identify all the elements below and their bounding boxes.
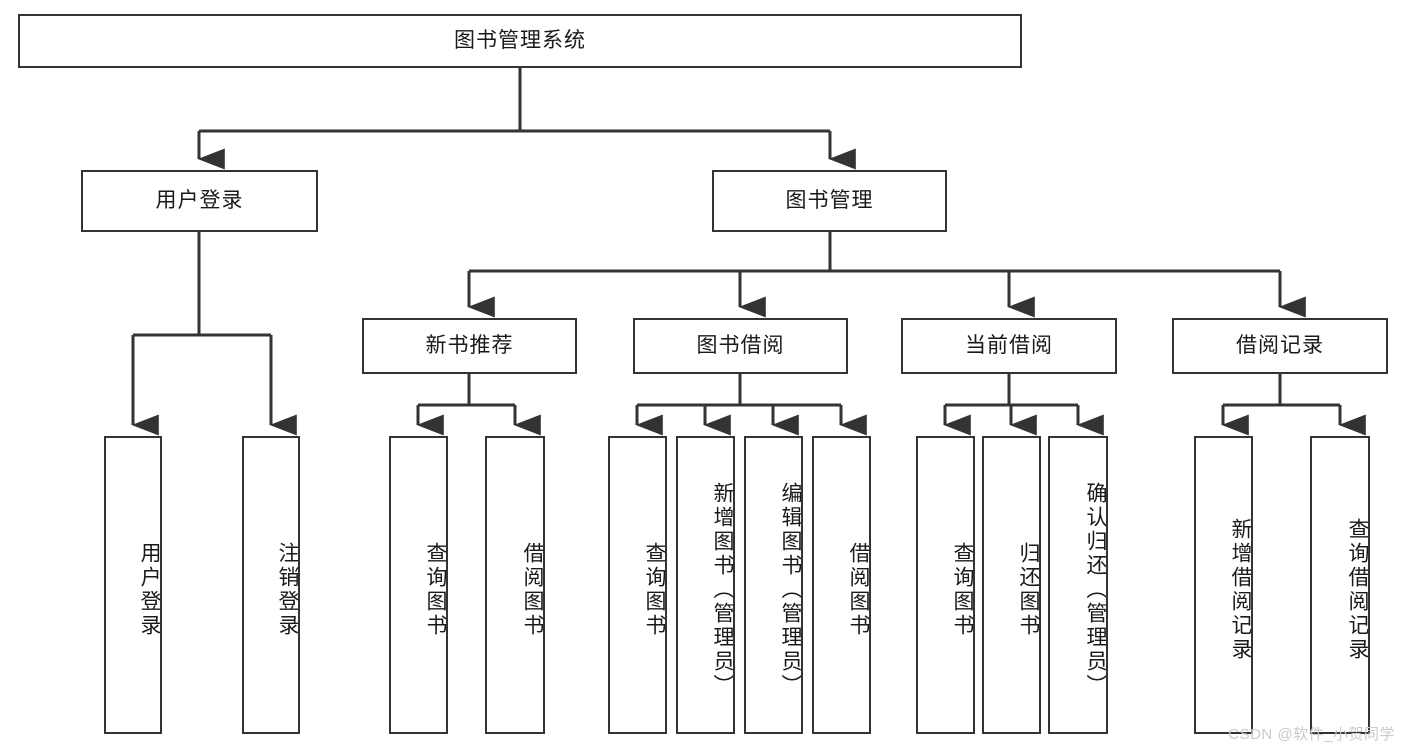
node-leaf-query-borrow-record[interactable]: 查询借阅记录 (1310, 436, 1370, 734)
node-leaf-confirm-return[interactable]: 确认归还（管理员） (1048, 436, 1108, 734)
node-label: 图书管理系统 (454, 29, 586, 53)
node-leaf-add-book[interactable]: 新增图书（管理员） (676, 436, 735, 734)
node-leaf-user-login[interactable]: 用户登录 (104, 436, 162, 734)
node-leaf-return-book[interactable]: 归还图书 (982, 436, 1041, 734)
node-label: 查询图书 (951, 542, 974, 638)
node-label: 编辑图书（管理员） (779, 482, 802, 698)
node-leaf-borrow-book-1[interactable]: 借阅图书 (485, 436, 545, 734)
node-label: 用户登录 (138, 542, 161, 638)
node-new-book-recommend[interactable]: 新书推荐 (362, 318, 577, 374)
node-book-borrow[interactable]: 图书借阅 (633, 318, 848, 374)
node-root[interactable]: 图书管理系统 (18, 14, 1022, 68)
node-label: 当前借阅 (965, 334, 1053, 358)
node-label: 新书推荐 (425, 334, 514, 358)
node-user-login[interactable]: 用户登录 (81, 170, 318, 232)
node-label: 确认归还（管理员） (1084, 482, 1107, 698)
node-leaf-edit-book[interactable]: 编辑图书（管理员） (744, 436, 803, 734)
node-leaf-query-book-2[interactable]: 查询图书 (608, 436, 667, 734)
node-label: 查询图书 (643, 542, 666, 638)
node-book-manage[interactable]: 图书管理 (712, 170, 947, 232)
node-label: 借阅记录 (1236, 334, 1324, 358)
node-leaf-add-borrow-record[interactable]: 新增借阅记录 (1194, 436, 1253, 734)
node-current-borrow[interactable]: 当前借阅 (901, 318, 1117, 374)
node-label: 用户登录 (155, 189, 244, 213)
node-label: 注销登录 (276, 542, 299, 638)
node-label: 借阅图书 (847, 542, 870, 638)
node-leaf-query-book-1[interactable]: 查询图书 (389, 436, 448, 734)
node-borrow-record[interactable]: 借阅记录 (1172, 318, 1388, 374)
node-label: 新增借阅记录 (1229, 518, 1252, 662)
node-label: 图书借阅 (696, 334, 785, 358)
node-label: 查询借阅记录 (1346, 518, 1369, 662)
node-leaf-borrow-book-2[interactable]: 借阅图书 (812, 436, 871, 734)
node-label: 新增图书（管理员） (711, 482, 734, 698)
csdn-watermark: CSDN @软件_小贺同学 (1228, 726, 1395, 743)
node-label: 借阅图书 (521, 542, 544, 638)
node-label: 图书管理 (785, 189, 874, 213)
node-leaf-query-book-3[interactable]: 查询图书 (916, 436, 975, 734)
node-label: 查询图书 (424, 542, 447, 638)
node-leaf-user-logout[interactable]: 注销登录 (242, 436, 300, 734)
node-label: 归还图书 (1017, 542, 1040, 638)
